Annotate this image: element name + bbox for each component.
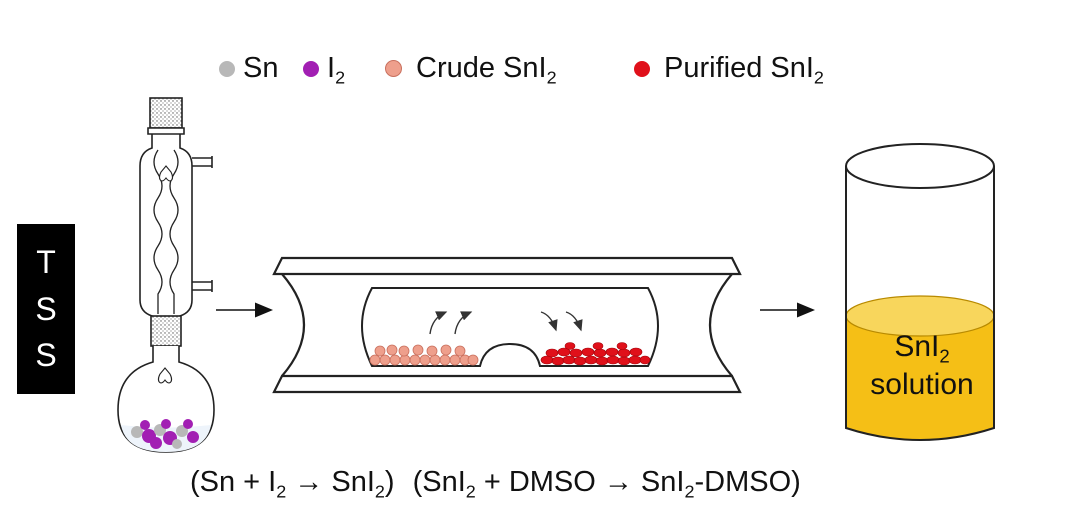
i2-dot bbox=[303, 60, 319, 77]
equations: (Sn + I2 → SnI2) (SnI2 + DMSO → SnI2-DMSO… bbox=[190, 466, 1050, 502]
equation-reaction: (Sn + I2 → SnI2) bbox=[190, 466, 395, 502]
legend-item-i2: I2 bbox=[303, 52, 346, 88]
legend-item-crude: Crude SnI2 bbox=[385, 52, 557, 88]
tube-furnace-icon bbox=[272, 256, 742, 394]
tss-letter-3: S bbox=[35, 337, 57, 374]
legend-purified-label: Purified SnI2 bbox=[664, 52, 824, 88]
legend-crude-label: Crude SnI2 bbox=[416, 52, 557, 88]
legend-i2-label: I2 bbox=[327, 52, 346, 88]
legend-item-purified: Purified SnI2 bbox=[634, 52, 824, 88]
beaker-label-line2: solution bbox=[870, 367, 974, 401]
reflux-condenser-icon bbox=[139, 97, 213, 320]
legend-item-sn: Sn bbox=[219, 52, 278, 85]
tss-letter-2: S bbox=[35, 290, 57, 327]
beaker-label: SnI2 solution bbox=[848, 328, 996, 403]
round-bottom-flask-icon bbox=[117, 315, 215, 453]
tss-letter-1: T bbox=[36, 244, 56, 281]
sn-dot bbox=[219, 60, 235, 77]
legend: Sn I2 Crude SnI2 Purified SnI2 bbox=[0, 52, 1080, 102]
purified-dot bbox=[634, 60, 650, 77]
crude-dot bbox=[385, 60, 402, 77]
crude-sni2-particles bbox=[369, 344, 479, 366]
vapor-arrows bbox=[429, 311, 583, 335]
tss-label: T S S bbox=[17, 224, 75, 394]
beaker-label-line1: SnI2 bbox=[894, 330, 950, 367]
legend-sn-label: Sn bbox=[243, 52, 279, 84]
beaker-icon bbox=[845, 143, 995, 441]
purified-sni2-particles bbox=[540, 342, 651, 366]
equation-dissolution: (SnI2 + DMSO → SnI2-DMSO) bbox=[412, 466, 801, 502]
